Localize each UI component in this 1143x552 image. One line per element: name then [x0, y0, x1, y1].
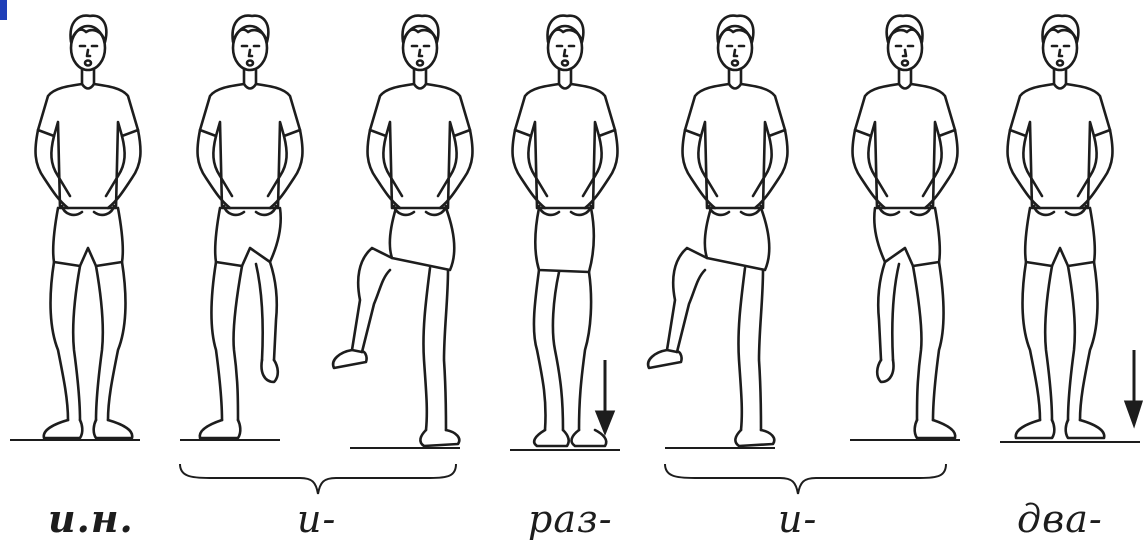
brace-left [180, 464, 456, 494]
brace-right [665, 464, 946, 494]
figure-final-position [1008, 16, 1113, 438]
caption-two: два- [1017, 500, 1103, 538]
caption-and-2: и- [778, 500, 817, 538]
figure-squat-side [513, 16, 618, 446]
figure-knee-raise-side [333, 16, 472, 446]
caption-and-1: и- [297, 500, 336, 538]
down-arrow-icon [1126, 350, 1141, 424]
caption-start: и.н. [48, 500, 134, 538]
figure-leg-lift-front [198, 16, 303, 438]
figure-leg-lift-front-2 [853, 16, 958, 438]
figure-knee-raise-side-2 [648, 16, 787, 446]
figure-start-position [36, 16, 141, 438]
down-arrow-icon [597, 360, 613, 432]
caption-one: раз- [528, 500, 613, 538]
